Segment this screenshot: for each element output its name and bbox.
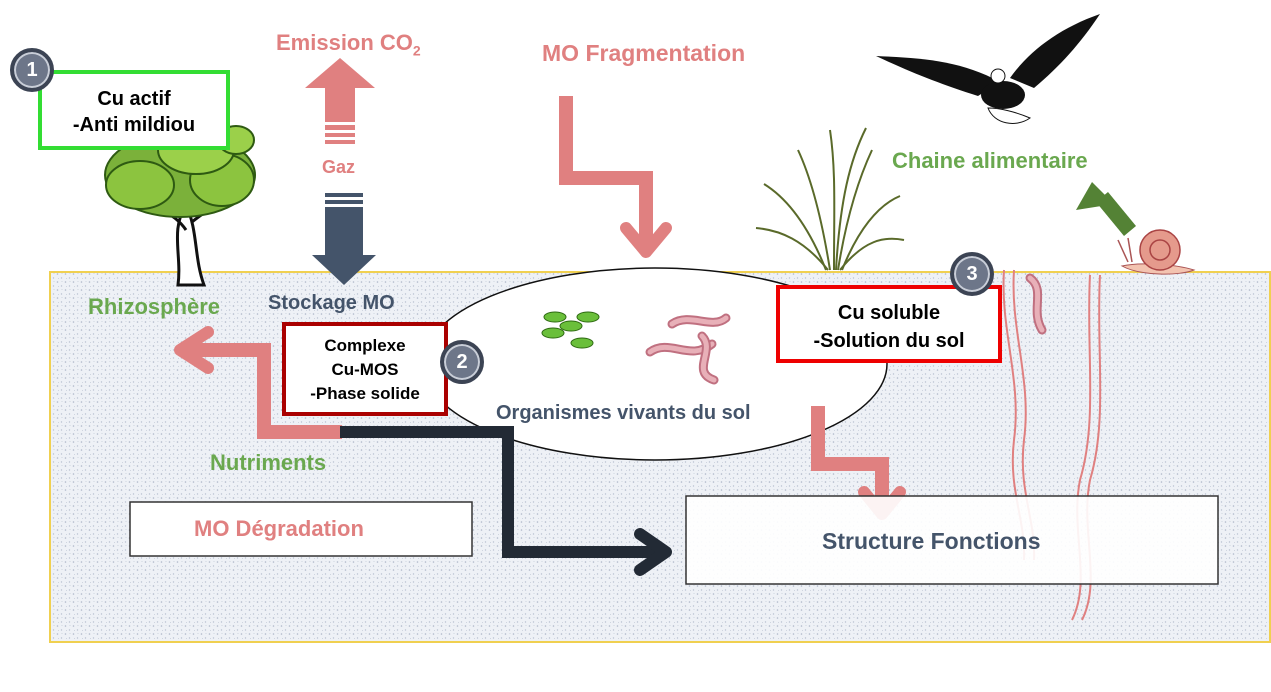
microorganisms [541, 311, 600, 349]
chaine-label: Chaine alimentaire [892, 148, 1088, 173]
eagle-illustration [876, 14, 1100, 124]
gaz-down-arrow [312, 193, 376, 285]
structure-box [685, 495, 1219, 585]
grass-illustration [755, 127, 905, 271]
cu-mos-line3: -Phase solide [310, 384, 420, 403]
structure-label: Structure Fonctions [822, 528, 1041, 554]
emission-text: Emission CO [276, 30, 413, 55]
degradation-label: MO Dégradation [194, 516, 364, 541]
degradation-box [129, 501, 473, 557]
food-chain-arrow [1076, 182, 1136, 236]
nutriments-label: Nutriments [210, 450, 327, 475]
emission-subscript: 2 [412, 42, 421, 59]
emission-up-arrow [305, 58, 375, 144]
cu-mos-line2: Cu-MOS [331, 360, 399, 379]
cu-actif-desc: -Anti mildiou [72, 114, 196, 136]
organismes-label: Organismes vivants du sol [496, 402, 751, 424]
badge-3: 3 [950, 252, 994, 296]
root-worm [1025, 273, 1047, 335]
cu-mos-box: Complexe Cu-MOS -Phase solide [282, 322, 448, 416]
fragmentation-arrow [559, 96, 672, 258]
snail-illustration [1117, 229, 1196, 275]
cu-soluble-title: Cu soluble [837, 302, 941, 324]
earthworms [645, 313, 731, 385]
stockage-label: Stockage MO [268, 292, 395, 314]
storage-to-structure-arrow [340, 426, 672, 576]
cu-actif-box: Cu actif -Anti mildiou [38, 70, 230, 150]
emission-label: Emission CO2 [276, 30, 421, 58]
rhizosphere-label: Rhizosphère [88, 294, 221, 319]
cu-soluble-desc: -Solution du sol [813, 330, 965, 352]
gaz-label: Gaz [322, 157, 356, 177]
cu-soluble-box: Cu soluble -Solution du sol [776, 285, 1002, 363]
cu-mos-line1: Complexe [324, 336, 406, 355]
badge-1: 1 [10, 48, 54, 92]
nutriments-arrow [174, 326, 342, 439]
cu-actif-title: Cu actif [97, 88, 171, 110]
fragmentation-label: MO Fragmentation [542, 40, 746, 66]
badge-2: 2 [440, 340, 484, 384]
